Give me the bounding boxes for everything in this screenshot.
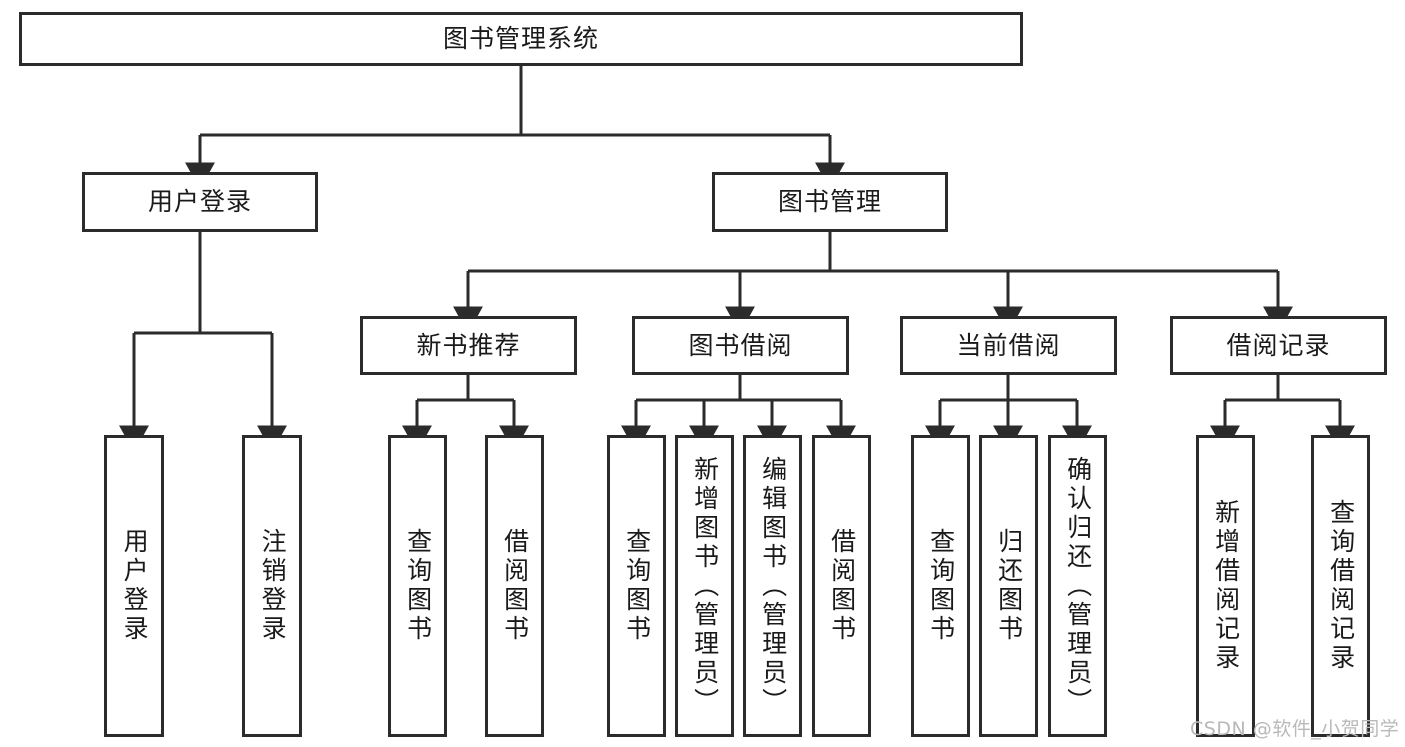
leaf-borrow-book-recommend[interactable]: 借阅图书: [485, 435, 544, 737]
node-label: 新增图书（管理员）: [690, 455, 720, 717]
node-book-management[interactable]: 图书管理: [712, 172, 948, 232]
node-label: 图书管理: [777, 187, 882, 217]
leaf-logout[interactable]: 注销登录: [242, 435, 302, 737]
leaf-user-login[interactable]: 用户登录: [104, 435, 164, 737]
leaf-confirm-return-admin[interactable]: 确认归还（管理员）: [1048, 435, 1107, 737]
node-label: 查询图书: [622, 528, 652, 644]
node-label: 注销登录: [258, 528, 288, 644]
node-label: 编辑图书（管理员）: [758, 455, 788, 717]
leaf-edit-book-admin[interactable]: 编辑图书（管理员）: [743, 435, 802, 737]
leaf-borrow-book[interactable]: 借阅图书: [812, 435, 871, 737]
node-label: 查询图书: [926, 528, 956, 644]
node-root-book-management-system[interactable]: 图书管理系统: [19, 12, 1023, 66]
watermark: CSDN @软件_小贺同学: [1190, 718, 1400, 740]
node-label: 图书借阅: [688, 330, 793, 360]
node-label: 确认归还（管理员）: [1063, 455, 1093, 717]
node-label: 查询图书: [403, 528, 433, 644]
node-label: 当前借阅: [956, 330, 1061, 360]
node-label: 借阅记录: [1226, 330, 1331, 360]
node-label: 借阅图书: [500, 528, 530, 644]
leaf-return-book[interactable]: 归还图书: [979, 435, 1038, 737]
leaf-query-borrow-record[interactable]: 查询借阅记录: [1311, 435, 1370, 737]
node-current-borrow[interactable]: 当前借阅: [900, 316, 1117, 375]
node-book-borrow[interactable]: 图书借阅: [632, 316, 849, 375]
node-label: 新增借阅记录: [1211, 499, 1241, 673]
node-label: 用户登录: [120, 528, 150, 644]
node-user-login[interactable]: 用户登录: [82, 172, 318, 232]
leaf-query-book-current[interactable]: 查询图书: [911, 435, 970, 737]
node-label: 归还图书: [994, 528, 1024, 644]
node-borrow-record[interactable]: 借阅记录: [1170, 316, 1387, 375]
node-new-book-recommend[interactable]: 新书推荐: [360, 316, 577, 375]
leaf-add-book-admin[interactable]: 新增图书（管理员）: [675, 435, 734, 737]
node-label: 图书管理系统: [442, 24, 599, 54]
node-label: 查询借阅记录: [1326, 499, 1356, 673]
leaf-query-book-recommend[interactable]: 查询图书: [388, 435, 447, 737]
node-label: 用户登录: [147, 187, 252, 217]
leaf-query-book-borrow[interactable]: 查询图书: [607, 435, 666, 737]
node-label: 借阅图书: [827, 528, 857, 644]
leaf-add-borrow-record[interactable]: 新增借阅记录: [1196, 435, 1255, 737]
node-label: 新书推荐: [416, 330, 521, 360]
